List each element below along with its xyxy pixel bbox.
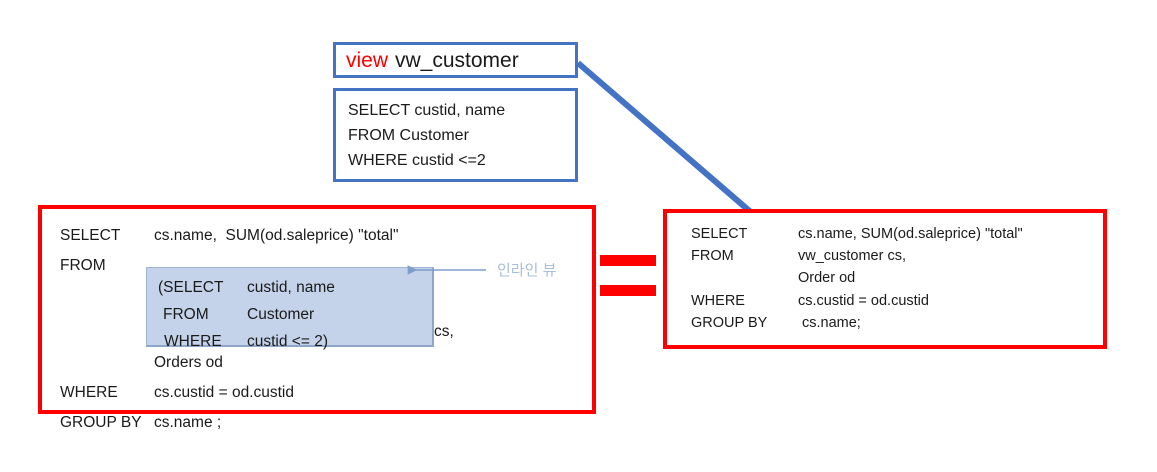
- view-definition-box: SELECT custid, name FROM Customer WHERE …: [333, 88, 578, 182]
- left-inline-view-alias: cs,: [434, 323, 454, 340]
- right-from-keyword: FROM: [691, 248, 734, 264]
- inline-view-from-keyword: FROM: [163, 306, 209, 323]
- view-definition-line: WHERE custid <=2: [348, 152, 486, 169]
- inline-view-from-table: Customer: [247, 306, 315, 323]
- equals-bar-bottom: [600, 285, 656, 296]
- right-select-columns: cs.name, SUM(od.saleprice) "total": [798, 226, 1023, 242]
- left-where-keyword: WHERE: [60, 384, 118, 401]
- view-name: vw_customer: [395, 48, 519, 72]
- view-definition-line: FROM Customer: [348, 127, 469, 144]
- left-groupby-column: cs.name ;: [154, 414, 222, 431]
- inline-view-where-condition: custid <= 2): [247, 333, 328, 350]
- left-select-keyword: SELECT: [60, 227, 121, 244]
- inline-view-select-keyword: (SELECT: [158, 279, 224, 296]
- left-where-condition: cs.custid = od.custid: [154, 384, 294, 401]
- right-from-table-second: Order od: [798, 270, 856, 286]
- inline-view-select-columns: custid, name: [247, 279, 335, 296]
- left-query-box: SELECT cs.name, SUM(od.saleprice) "total…: [38, 205, 596, 430]
- right-from-table: vw_customer cs,: [798, 248, 906, 264]
- left-from-keyword: FROM: [60, 257, 106, 274]
- equals-bar-top: [600, 255, 656, 266]
- view-definition-line: SELECT custid, name: [348, 102, 506, 119]
- inline-view-where-keyword: WHERE: [164, 333, 222, 350]
- left-select-columns: cs.name, SUM(od.saleprice) "total": [154, 227, 399, 244]
- equals-sign-icon: [600, 255, 656, 305]
- right-groupby-column: cs.name;: [802, 315, 861, 331]
- inline-view-annotation-label: 인라인 뷰: [497, 262, 557, 279]
- inline-view-subquery-box: (SELECT custid, name FROM Customer WHERE…: [146, 267, 434, 350]
- view-keyword: view: [346, 48, 389, 72]
- right-query-box: SELECT cs.name, SUM(od.saleprice) "total…: [663, 209, 1107, 349]
- right-where-keyword: WHERE: [691, 293, 745, 309]
- right-groupby-keyword: GROUP BY: [691, 315, 768, 331]
- inline-view-annotation-arrow-icon: [407, 265, 486, 275]
- left-groupby-keyword: GROUP BY: [60, 414, 142, 431]
- right-where-condition: cs.custid = od.custid: [798, 293, 929, 309]
- right-select-keyword: SELECT: [691, 226, 748, 242]
- view-title-box: view vw_customer: [333, 42, 578, 78]
- left-second-table: Orders od: [154, 354, 223, 371]
